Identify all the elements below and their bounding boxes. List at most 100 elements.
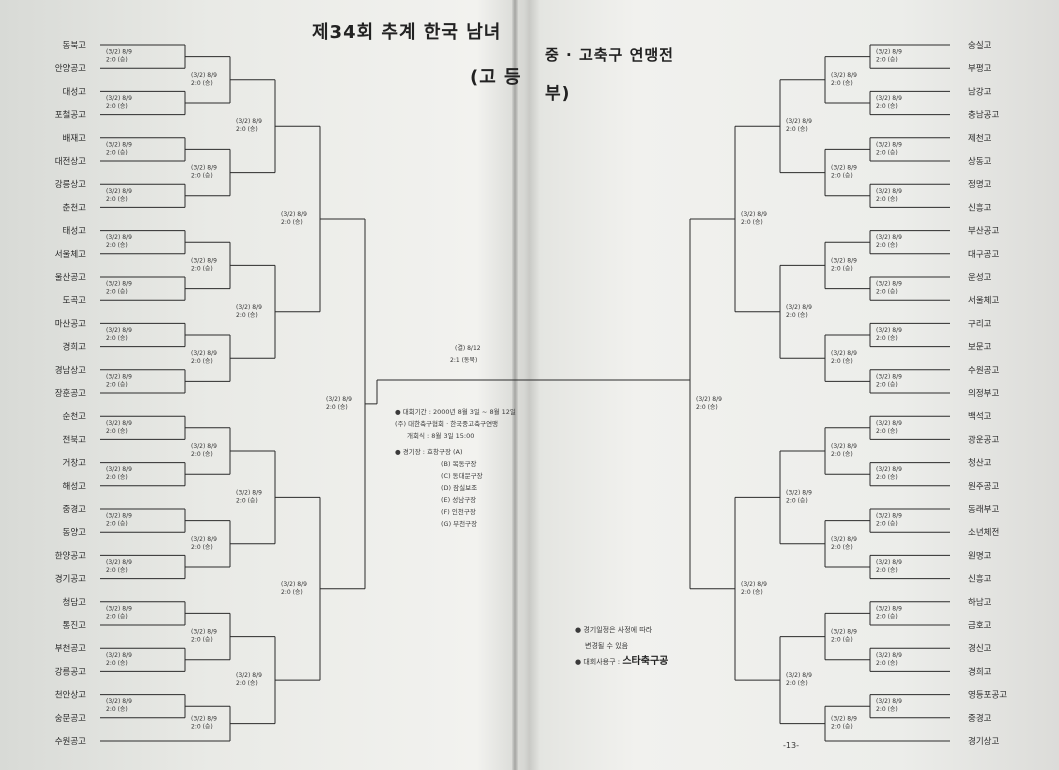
left-team-name: 마산공고 <box>55 318 86 329</box>
right-match-score: 2:0 (승) <box>876 521 898 528</box>
left-match-score: 2:0 (승) <box>236 312 258 319</box>
left-match-code: (3/2) 8/9 <box>106 605 132 612</box>
left-team-name: 서울체고 <box>55 249 86 260</box>
right-match-code: (3/2) 8/9 <box>876 605 902 612</box>
note-change: 변경될 수 있음 <box>585 642 629 650</box>
left-match-code: (3/2) 8/9 <box>191 72 217 79</box>
left-match-score: 2:0 (승) <box>106 149 128 156</box>
left-match-code: (3/2) 8/9 <box>326 396 352 403</box>
right-match-code: (3/2) 8/9 <box>876 698 902 705</box>
right-match-code: (3/2) 8/9 <box>876 420 902 427</box>
left-team-name: 중경고 <box>63 504 87 515</box>
right-match-code: (3/2) 8/9 <box>876 373 902 380</box>
opening-ceremony: 개회식 : 8월 3일 15:00 <box>407 432 475 440</box>
left-match-code: (3/2) 8/9 <box>191 536 217 543</box>
note-ball: ● 대회사용구 : 스타축구공 <box>575 654 668 670</box>
left-match-code: (3/2) 8/9 <box>106 652 132 659</box>
left-team-name: 청담고 <box>63 597 87 608</box>
right-match-score: 2:0 (승) <box>831 724 853 731</box>
stadium-f: (F) 인천구장 <box>441 508 476 516</box>
left-match-code: (3/2) 8/9 <box>191 443 217 450</box>
left-match-code: (3/2) 8/9 <box>281 211 307 218</box>
right-team-name: 보문고 <box>968 343 992 353</box>
right-match-code: (3/2) 8/9 <box>831 165 857 172</box>
right-match-code: (3/2) 8/9 <box>831 443 857 450</box>
right-match-score: 2:0 (승) <box>876 149 898 156</box>
left-match-score: 2:0 (승) <box>191 173 213 180</box>
right-match-code: (3/2) 8/9 <box>876 513 902 520</box>
right-team-name: 하남고 <box>968 597 992 608</box>
left-match-score: 2:0 (승) <box>106 57 128 64</box>
right-team-name: 수원공고 <box>968 366 999 376</box>
left-team-name: 동북고 <box>63 41 87 51</box>
right-match-code: (3/2) 8/9 <box>876 652 902 659</box>
right-team-name: 대구공고 <box>968 250 999 260</box>
notes-info: ● 경기일정은 사정에 따라 변경될 수 있음 ● 대회사용구 : 스타축구공 <box>575 622 668 670</box>
left-match-code: (3/2) 8/9 <box>106 327 132 334</box>
right-team-name: 백석고 <box>968 411 992 422</box>
left-match-code: (3/2) 8/9 <box>191 629 217 636</box>
right-match-score: 2:0 (승) <box>876 57 898 64</box>
left-match-score: 2:0 (승) <box>106 428 128 435</box>
right-match-score: 2:0 (승) <box>831 358 853 365</box>
right-match-score: 2:0 (승) <box>876 474 898 481</box>
left-team-name: 천안상고 <box>55 690 86 701</box>
left-team-name: 울산공고 <box>55 272 86 283</box>
right-team-name: 부산공고 <box>968 226 999 237</box>
right-match-score: 2:0 (승) <box>786 312 808 319</box>
right-match-score: 2:0 (승) <box>876 196 898 203</box>
left-match-score: 2:0 (승) <box>106 474 128 481</box>
right-match-score: 2:0 (승) <box>831 451 853 458</box>
left-match-score: 2:0 (승) <box>281 589 303 596</box>
booklet-spine <box>512 0 518 770</box>
right-match-code: (3/2) 8/9 <box>831 257 857 264</box>
left-team-name: 해성고 <box>63 482 87 492</box>
left-team-name: 숭문공고 <box>55 714 86 724</box>
right-team-name: 제천고 <box>968 133 992 144</box>
right-match-score: 2:0 (승) <box>696 404 718 411</box>
page-number: -13- <box>783 741 799 750</box>
right-team-name: 정명고 <box>968 179 992 190</box>
right-match-score: 2:0 (승) <box>741 219 763 226</box>
right-team-name: 동래부고 <box>968 505 999 515</box>
right-match-score: 2:0 (승) <box>876 103 898 110</box>
left-team-name: 태성고 <box>63 227 87 237</box>
left-team-name: 한양공고 <box>55 550 86 561</box>
left-match-code: (3/2) 8/9 <box>236 118 262 125</box>
left-match-score: 2:0 (승) <box>106 613 128 620</box>
right-match-score: 2:0 (승) <box>741 589 763 596</box>
left-match-code: (3/2) 8/9 <box>106 188 132 195</box>
left-team-name: 부천공고 <box>55 643 86 654</box>
left-match-score: 2:0 (승) <box>106 242 128 249</box>
left-team-name: 장훈공고 <box>55 388 86 399</box>
left-match-code: (3/2) 8/9 <box>106 234 132 241</box>
right-match-code: (3/2) 8/9 <box>831 72 857 79</box>
left-team-name: 경희고 <box>63 342 87 353</box>
right-match-code: (3/2) 8/9 <box>831 350 857 357</box>
final-match-code: (결) 8/12 <box>455 344 481 352</box>
right-team-name: 경희고 <box>968 666 992 677</box>
left-match-score: 2:0 (승) <box>106 660 128 667</box>
right-team-name: 의정부고 <box>968 388 999 399</box>
left-match-code: (3/2) 8/9 <box>106 281 132 288</box>
left-match-score: 2:0 (승) <box>106 521 128 528</box>
right-team-name: 상동고 <box>968 156 992 167</box>
left-match-code: (3/2) 8/9 <box>106 513 132 520</box>
right-match-score: 2:0 (승) <box>786 680 808 687</box>
left-team-name: 강릉공고 <box>55 666 86 677</box>
right-match-score: 2:0 (승) <box>786 126 808 133</box>
left-match-score: 2:0 (승) <box>191 724 213 731</box>
right-team-name: 신흥고 <box>968 202 992 213</box>
right-team-name: 영등포공고 <box>968 690 1007 701</box>
left-team-name: 경기공고 <box>55 574 86 585</box>
right-team-name: 부평고 <box>968 63 992 74</box>
stadium-c: (C) 동대문구장 <box>441 472 483 480</box>
right-match-score: 2:0 (승) <box>876 706 898 713</box>
right-team-name: 남강고 <box>968 86 992 97</box>
right-team-name: 경신고 <box>968 643 992 654</box>
left-team-name: 대전상고 <box>55 156 86 167</box>
right-team-name: 청산고 <box>968 458 992 469</box>
left-match-code: (3/2) 8/9 <box>106 95 132 102</box>
right-match-code: (3/2) 8/9 <box>876 141 902 148</box>
right-match-score: 2:0 (승) <box>831 265 853 272</box>
